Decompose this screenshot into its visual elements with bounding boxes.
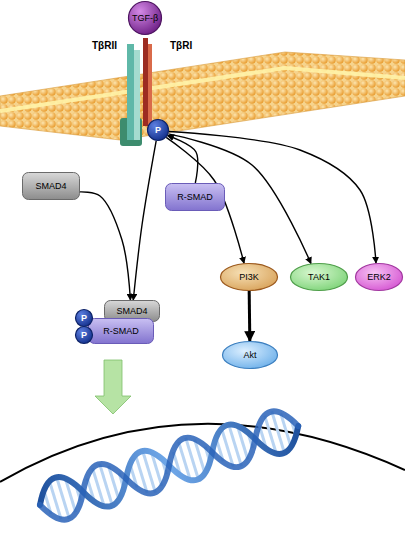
lipid-bilayer	[0, 52, 405, 140]
receptor-label: TβRI	[170, 40, 192, 51]
node-label: P	[155, 125, 161, 135]
phosphate-circle: P	[75, 326, 93, 344]
node-label: P	[81, 313, 87, 323]
receptor-chain	[134, 50, 140, 140]
protein-box: SMAD4	[22, 172, 80, 200]
signal-arrow	[169, 132, 376, 264]
receptor-chain	[127, 44, 134, 140]
protein-box: R-SMAD	[165, 183, 225, 211]
phosphate-circle: P	[147, 119, 169, 141]
signal-arrow	[168, 136, 198, 183]
kinase-ellipse: TAK1	[290, 263, 348, 291]
dna-helix	[34, 405, 305, 526]
kinase-ellipse: ERK2	[355, 263, 403, 291]
phosphate-circle: P	[75, 309, 93, 327]
signal-arrow	[80, 192, 130, 300]
node-label: PI3K	[239, 272, 259, 282]
receptor-label: TβRII	[92, 40, 117, 51]
kinase-ellipse: Akt	[222, 341, 278, 369]
node-label: SMAD4	[116, 306, 147, 316]
receptor-chain	[148, 44, 152, 126]
lipid-tails	[0, 68, 405, 111]
signal-arrow	[168, 134, 311, 264]
protein-box: R-SMAD	[88, 318, 154, 344]
translocation-arrow	[95, 360, 131, 414]
kinase-ellipse: PI3K	[220, 263, 278, 291]
node-label: TGF-β	[132, 13, 158, 23]
signal-arrow	[166, 137, 244, 263]
node-label: P	[81, 330, 87, 340]
receptor-chain	[143, 38, 148, 126]
signal-arrow	[133, 141, 156, 300]
signal-arrow	[248, 291, 252, 341]
ligand-circle: TGF-β	[128, 1, 162, 35]
node-label: ERK2	[367, 272, 391, 282]
node-label: TAK1	[308, 272, 330, 282]
node-label: Akt	[243, 350, 256, 360]
node-label: R-SMAD	[177, 192, 213, 202]
node-label: SMAD4	[35, 181, 66, 191]
node-label: R-SMAD	[103, 326, 139, 336]
